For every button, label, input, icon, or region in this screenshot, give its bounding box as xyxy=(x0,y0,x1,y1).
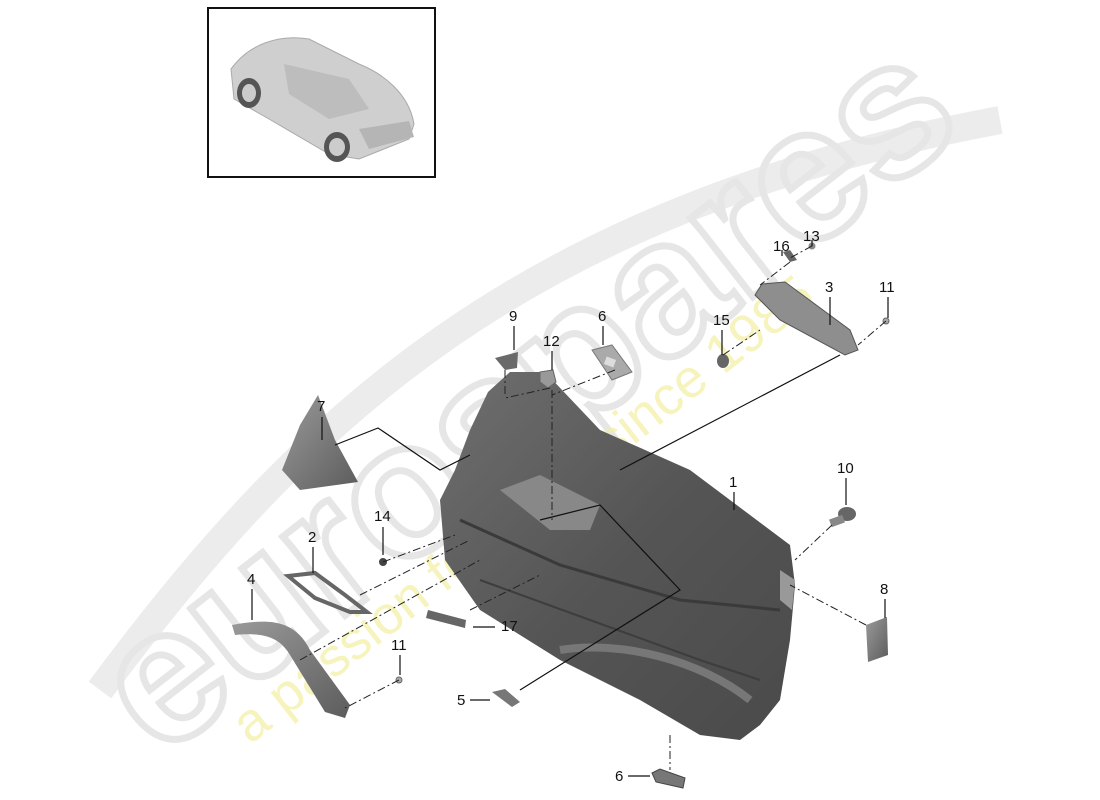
callout-5[interactable]: 5 xyxy=(457,692,465,709)
leader-lines xyxy=(251,240,889,777)
callout-6b[interactable]: 6 xyxy=(615,768,623,785)
part-2-frame[interactable] xyxy=(283,570,373,614)
callout-15[interactable]: 15 xyxy=(713,312,730,329)
callout-4[interactable]: 4 xyxy=(247,571,255,588)
callout-13[interactable]: 13 xyxy=(803,228,820,245)
part-4-pull-handle[interactable] xyxy=(232,621,350,718)
callout-11[interactable]: 11 xyxy=(879,279,895,296)
part-15-grommet[interactable] xyxy=(717,354,729,368)
part-5-cover[interactable] xyxy=(492,689,520,707)
part-9-cap[interactable] xyxy=(495,352,518,370)
callout-1[interactable]: 1 xyxy=(729,474,737,491)
callout-6[interactable]: 6 xyxy=(598,308,606,325)
part-1-door-trim-panel[interactable] xyxy=(440,372,795,740)
watermark-swoosh xyxy=(88,106,1003,699)
vehicle-thumbnail xyxy=(207,7,436,178)
callout-14[interactable]: 14 xyxy=(374,508,391,525)
callout-10[interactable]: 10 xyxy=(837,460,854,477)
callout-7[interactable]: 7 xyxy=(317,398,325,415)
callout-12[interactable]: 12 xyxy=(543,333,560,350)
part-16-pad[interactable] xyxy=(783,250,797,262)
callout-16[interactable]: 16 xyxy=(773,238,790,255)
callout-9[interactable]: 9 xyxy=(509,308,517,325)
part-8-end-cap[interactable] xyxy=(866,617,888,662)
part-7-trim-cover[interactable] xyxy=(282,395,358,490)
connector-lines xyxy=(299,245,887,770)
callout-3[interactable]: 3 xyxy=(825,279,833,296)
part-17-rod[interactable] xyxy=(426,610,466,628)
callout-8[interactable]: 8 xyxy=(880,581,888,598)
part-12-clip[interactable] xyxy=(539,369,557,389)
part-6-switch-frame[interactable] xyxy=(591,344,633,381)
car-icon xyxy=(230,37,415,162)
part-3-handle-bracket[interactable] xyxy=(754,281,859,356)
part-6b-light-unit[interactable] xyxy=(651,768,686,789)
callout-17[interactable]: 17 xyxy=(501,618,518,635)
callout-2[interactable]: 2 xyxy=(308,529,316,546)
callout-labels: 1 2 3 4 5 6 6 7 8 9 10 11 11 12 13 14 15… xyxy=(247,228,895,785)
part-10-fastener[interactable] xyxy=(829,507,856,528)
callout-11b[interactable]: 11 xyxy=(391,637,407,654)
